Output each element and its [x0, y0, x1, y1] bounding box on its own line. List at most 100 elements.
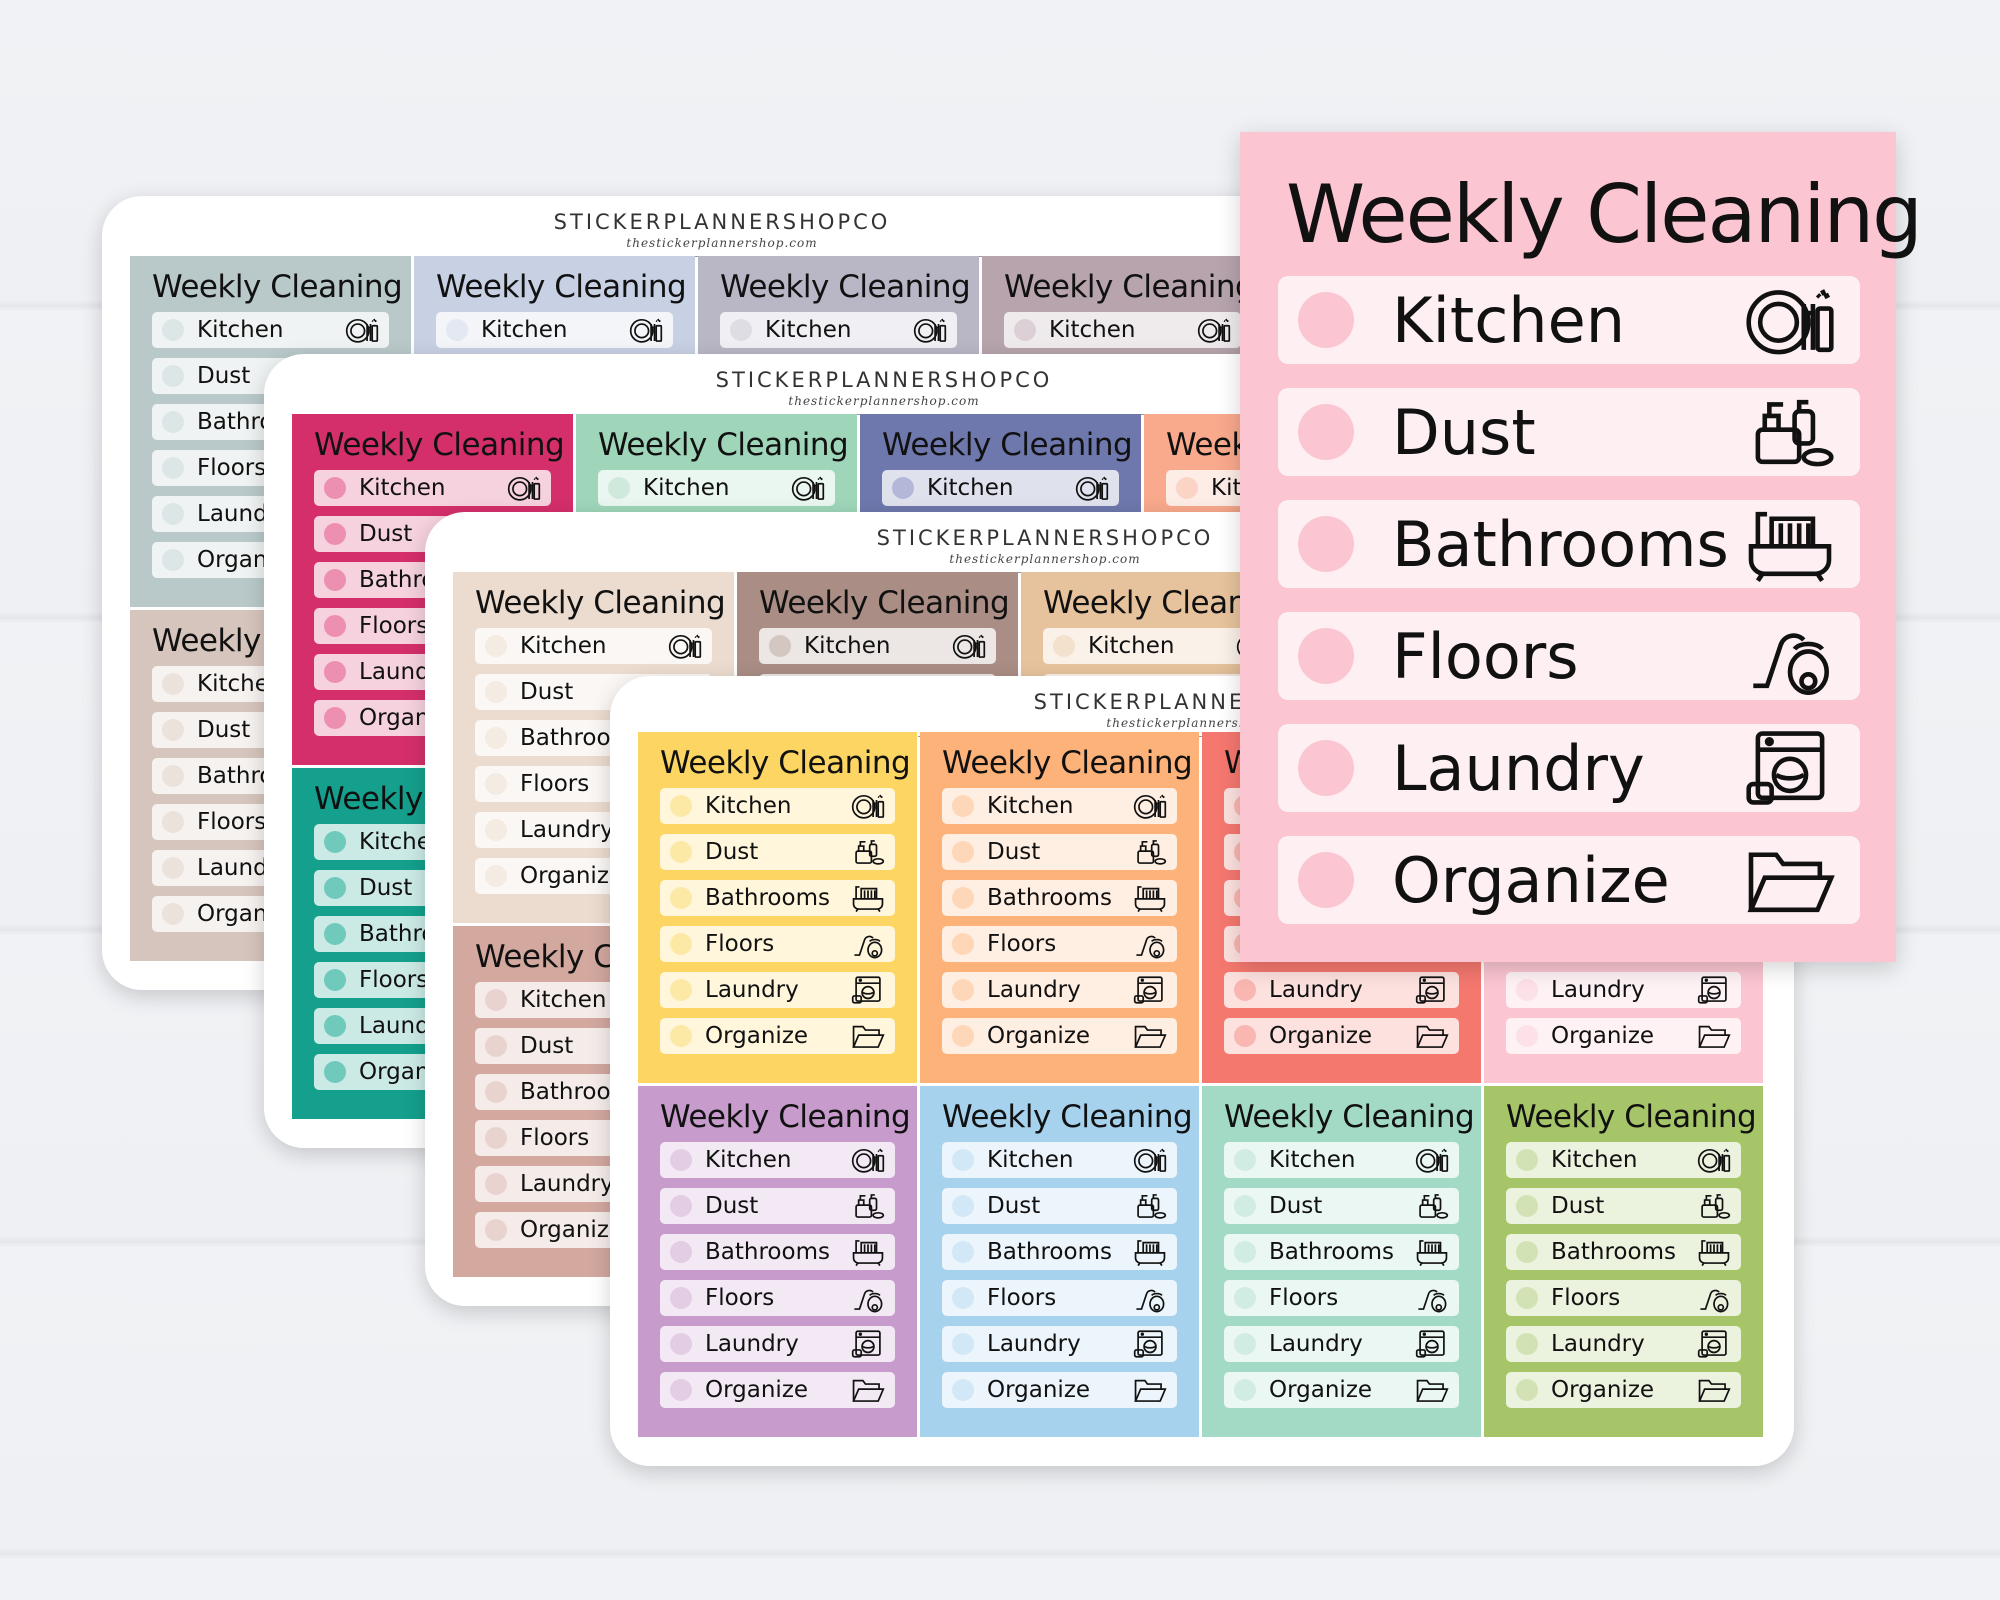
checklist-label: Dust — [197, 717, 251, 744]
checklist-row: Kitchen — [942, 788, 1177, 825]
checkbox-circle — [1298, 628, 1354, 684]
closeup-row: Floors — [1278, 612, 1860, 700]
checkbox-circle — [1516, 979, 1538, 1002]
checkbox-circle — [1234, 1241, 1256, 1264]
checkbox-circle — [952, 1149, 974, 1172]
sticker-title: Weekly Cleaning — [942, 1099, 1193, 1135]
checkbox-circle — [769, 635, 791, 658]
checklist-label: Kitchen — [1049, 317, 1136, 344]
checklist-label: Floors — [987, 931, 1057, 958]
checkbox-circle — [1516, 1149, 1538, 1172]
checkbox-circle — [485, 1035, 507, 1058]
checkbox-circle — [485, 1219, 507, 1242]
checklist-label: Dust — [1269, 1193, 1323, 1220]
closeup-label: Laundry — [1392, 731, 1645, 805]
checklist-row: Organize — [660, 1018, 895, 1055]
dishes-icon — [851, 791, 885, 821]
checkbox-circle — [324, 523, 346, 546]
checklist-label: Dust — [987, 839, 1041, 866]
dishes-icon — [345, 315, 379, 345]
checkbox-circle — [324, 477, 346, 500]
checkbox-circle — [485, 727, 507, 750]
closeup-row: Kitchen — [1278, 276, 1860, 364]
checklist-label: Laundry — [1269, 1331, 1363, 1358]
closeup-label: Floors — [1392, 619, 1579, 693]
checkbox-circle — [162, 411, 184, 434]
checkbox-circle — [324, 877, 346, 900]
checkbox-circle — [670, 979, 692, 1002]
checkbox-circle — [485, 773, 507, 796]
checklist-label: Kitchen — [520, 633, 607, 660]
checklist-label: Floors — [197, 809, 267, 836]
checklist-label: Bathrooms — [987, 1239, 1112, 1266]
checkbox-circle — [952, 1379, 974, 1402]
checklist-label: Bathrooms — [1551, 1239, 1676, 1266]
checkbox-circle — [952, 887, 974, 910]
checklist-row: Organize — [660, 1372, 895, 1409]
checkbox-circle — [1516, 1333, 1538, 1356]
sticker-title: Weekly Cleaning — [1004, 269, 1255, 305]
checklist-label: Floors — [987, 1285, 1057, 1312]
checkbox-circle — [162, 365, 184, 388]
checklist-row: Dust — [1506, 1188, 1741, 1225]
dishes-icon — [851, 1145, 885, 1175]
checklist-label: Organize — [1551, 1377, 1655, 1404]
sticker-title: Weekly Cleaning — [1506, 1099, 1757, 1135]
checklist-label: Floors — [359, 967, 429, 994]
checkbox-circle — [1516, 1241, 1538, 1264]
checklist-label: Organize — [520, 1217, 624, 1244]
cleaning-supplies-icon — [1697, 1191, 1731, 1221]
washing-machine-icon — [1415, 1329, 1449, 1359]
checklist-label: Floors — [1551, 1285, 1621, 1312]
checkbox-circle — [324, 969, 346, 992]
checklist-row: Laundry — [1224, 972, 1459, 1009]
sticker-title: Weekly Cleaning — [1224, 1099, 1475, 1135]
closeup-row: Dust — [1278, 388, 1860, 476]
checklist-label: Laundry — [705, 1331, 799, 1358]
sticker-title: Weekly Cleaning — [882, 427, 1133, 463]
checklist-row: Bathrooms — [942, 1234, 1177, 1271]
checklist-label: Kitchen — [643, 475, 730, 502]
checklist-row: Laundry — [1506, 1326, 1741, 1363]
checklist-row: Kitchen — [660, 788, 895, 825]
checklist-row: Organize — [1506, 1018, 1741, 1055]
checklist-row: Organize — [1224, 1018, 1459, 1055]
checkbox-circle — [1298, 852, 1354, 908]
checkbox-circle — [324, 923, 346, 946]
checkbox-circle — [670, 841, 692, 864]
checkbox-circle — [1234, 1025, 1256, 1048]
checkbox-circle — [1176, 477, 1198, 500]
washing-machine-icon — [851, 975, 885, 1005]
brand-name: STICKERPLANNERSHOPCO — [553, 210, 891, 234]
brand-name: STICKERPLANNERSHOPCO — [876, 526, 1214, 550]
checkbox-circle — [1234, 1379, 1256, 1402]
checkbox-circle — [162, 719, 184, 742]
checkbox-circle — [670, 1195, 692, 1218]
closeup-label: Organize — [1392, 843, 1670, 917]
checklist-label: Kitchen — [987, 793, 1074, 820]
checkbox-circle — [1516, 1379, 1538, 1402]
sticker-title: Weekly Cleaning — [759, 585, 1010, 621]
checklist-row: Laundry — [1224, 1326, 1459, 1363]
checklist-label: Organize — [1269, 1023, 1373, 1050]
vacuum-icon — [1415, 1283, 1449, 1313]
checkbox-circle — [485, 635, 507, 658]
sticker-title: Weekly Cleaning — [660, 1099, 911, 1135]
checklist-label: Kitchen — [927, 475, 1014, 502]
checklist-label: Kitchen — [987, 1147, 1074, 1174]
checklist-row: Organize — [1506, 1372, 1741, 1409]
checkbox-circle — [952, 1333, 974, 1356]
checklist-label: Organize — [987, 1377, 1091, 1404]
bathtub-icon — [851, 883, 885, 913]
folder-icon — [1133, 1375, 1167, 1405]
checklist-label: Floors — [705, 931, 775, 958]
checklist-label: Laundry — [1551, 1331, 1645, 1358]
checkbox-circle — [608, 477, 630, 500]
washing-machine-icon — [1736, 729, 1844, 807]
checkbox-circle — [952, 1195, 974, 1218]
sticker-title: Weekly Cleaning — [436, 269, 687, 305]
checkbox-circle — [952, 795, 974, 818]
